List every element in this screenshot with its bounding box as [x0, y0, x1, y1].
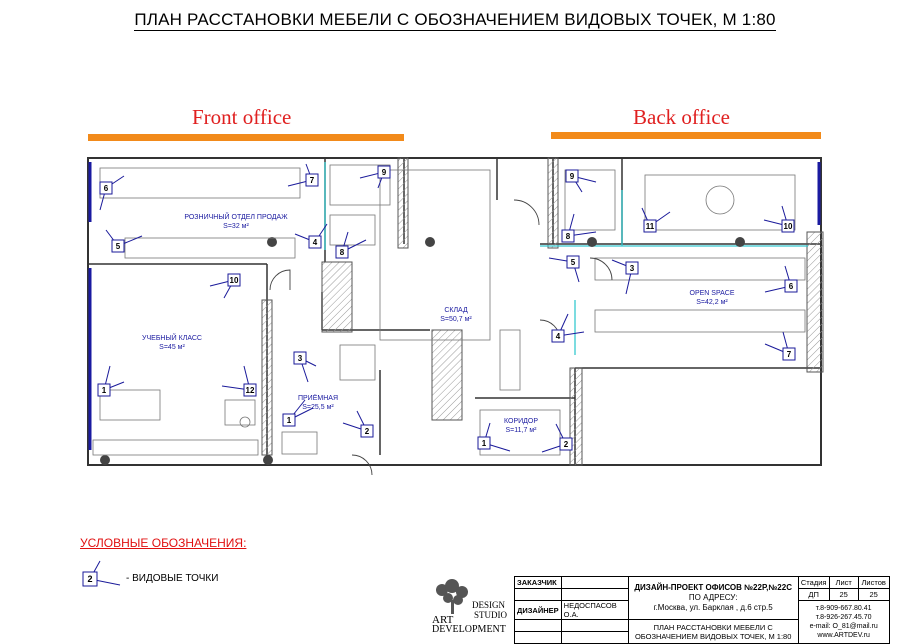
- room-labels: РОЗНИЧНЫЙ ОТДЕЛ ПРОДАЖ S=32 м² УЧЕБНЫЙ К…: [142, 212, 735, 434]
- glass-partitions: [324, 162, 808, 355]
- viewpoint-marker: 7: [287, 163, 319, 187]
- wall-hatching: [261, 157, 824, 466]
- svg-text:1: 1: [102, 386, 107, 395]
- viewpoint-marker: 11: [641, 207, 671, 233]
- legend-symbol: 2: [82, 560, 121, 587]
- svg-text:5: 5: [571, 258, 576, 267]
- viewpoint-marker: 10: [763, 205, 795, 233]
- viewpoint-marker: 12: [221, 365, 257, 397]
- svg-text:4: 4: [313, 238, 318, 247]
- svg-text:2: 2: [365, 427, 370, 436]
- columns: [100, 237, 745, 465]
- viewpoint-marker: 3: [293, 351, 317, 383]
- viewpoint-marker: 1: [97, 365, 125, 397]
- viewpoints: 6 5 7 4 9 8 10 1 12 3 1 2 9 8 11 10 5 3 …: [97, 163, 798, 453]
- studio-logo: DESIGN STUDIO ART DEVELOPMENT: [432, 600, 507, 635]
- viewpoint-marker: 6: [99, 175, 125, 211]
- viewpoint-marker: 5: [548, 255, 580, 283]
- svg-text:9: 9: [570, 172, 575, 181]
- viewpoint-marker: 1: [282, 399, 314, 427]
- svg-text:6: 6: [789, 282, 794, 291]
- front-office-bar: [88, 134, 404, 141]
- svg-text:1: 1: [482, 439, 487, 448]
- room-name-retail: РОЗНИЧНЫЙ ОТДЕЛ ПРОДАЖ: [184, 212, 288, 221]
- svg-text:10: 10: [784, 222, 793, 231]
- svg-text:3: 3: [630, 264, 635, 273]
- room-name-reception: ПРИЁМНАЯ: [298, 394, 338, 402]
- logo-tree: [436, 579, 468, 614]
- svg-text:12: 12: [246, 386, 255, 395]
- viewpoint-marker: 3: [611, 259, 639, 295]
- viewpoint-marker: 10: [209, 273, 241, 299]
- viewpoint-marker: 4: [294, 223, 328, 249]
- title-block: ЗАКАЗЧИК ДИЗАЙН-ПРОЕКТ ОФИСОВ №22Р,№22С …: [514, 576, 890, 644]
- room-name-open-space: OPEN SPACE: [690, 290, 735, 297]
- room-area-storage: S=50,7 м²: [440, 316, 472, 323]
- viewpoint-marker: 5: [105, 229, 143, 253]
- room-area-open-space: S=42,2 м²: [696, 299, 728, 306]
- viewpoint-marker: 6: [764, 265, 798, 293]
- svg-text:2: 2: [87, 574, 92, 584]
- legend-title: УСЛОВНЫЕ ОБОЗНАЧЕНИЯ:: [80, 536, 247, 550]
- legend-text: - ВИДОВЫЕ ТОЧКИ: [126, 573, 219, 584]
- svg-text:5: 5: [116, 242, 121, 251]
- viewpoint-marker: 7: [764, 331, 796, 361]
- room-name-corridor: КОРИДОР: [504, 418, 538, 425]
- viewpoint-marker: 8: [335, 231, 367, 259]
- svg-text:8: 8: [340, 248, 345, 257]
- room-name-classroom: УЧЕБНЫЙ КЛАСС: [142, 333, 202, 342]
- svg-text:11: 11: [646, 222, 655, 231]
- room-area-corridor: S=11,7 м²: [506, 427, 538, 434]
- viewpoint-marker: 8: [561, 213, 597, 243]
- svg-text:6: 6: [104, 184, 109, 193]
- windows: [88, 162, 821, 450]
- viewpoint-marker: 1: [477, 422, 511, 452]
- back-office-bar: [551, 132, 821, 139]
- back-office-label: Back office: [633, 105, 730, 129]
- viewpoint-marker: 9: [565, 169, 597, 193]
- svg-text:9: 9: [382, 168, 387, 177]
- svg-text:1: 1: [287, 416, 292, 425]
- room-name-storage: СКЛАД: [444, 307, 468, 314]
- page-title: ПЛАН РАССТАНОВКИ МЕБЕЛИ С ОБОЗНАЧЕНИЕМ В…: [134, 10, 776, 31]
- viewpoint-marker: 2: [342, 410, 374, 438]
- viewpoint-marker: 4: [551, 313, 585, 343]
- viewpoint-marker: 2: [541, 423, 573, 453]
- room-area-classroom: S=45 м²: [159, 344, 185, 351]
- svg-text:2: 2: [564, 440, 569, 449]
- svg-text:10: 10: [230, 276, 239, 285]
- room-area-retail: S=32 м²: [223, 223, 249, 230]
- svg-text:7: 7: [787, 350, 792, 359]
- front-office-label: Front office: [192, 105, 292, 129]
- svg-text:4: 4: [556, 332, 561, 341]
- svg-text:7: 7: [310, 176, 315, 185]
- svg-text:3: 3: [298, 354, 303, 363]
- svg-text:8: 8: [566, 232, 571, 241]
- room-area-reception: S=25,5 м²: [302, 404, 334, 411]
- viewpoint-marker: 9: [359, 165, 391, 189]
